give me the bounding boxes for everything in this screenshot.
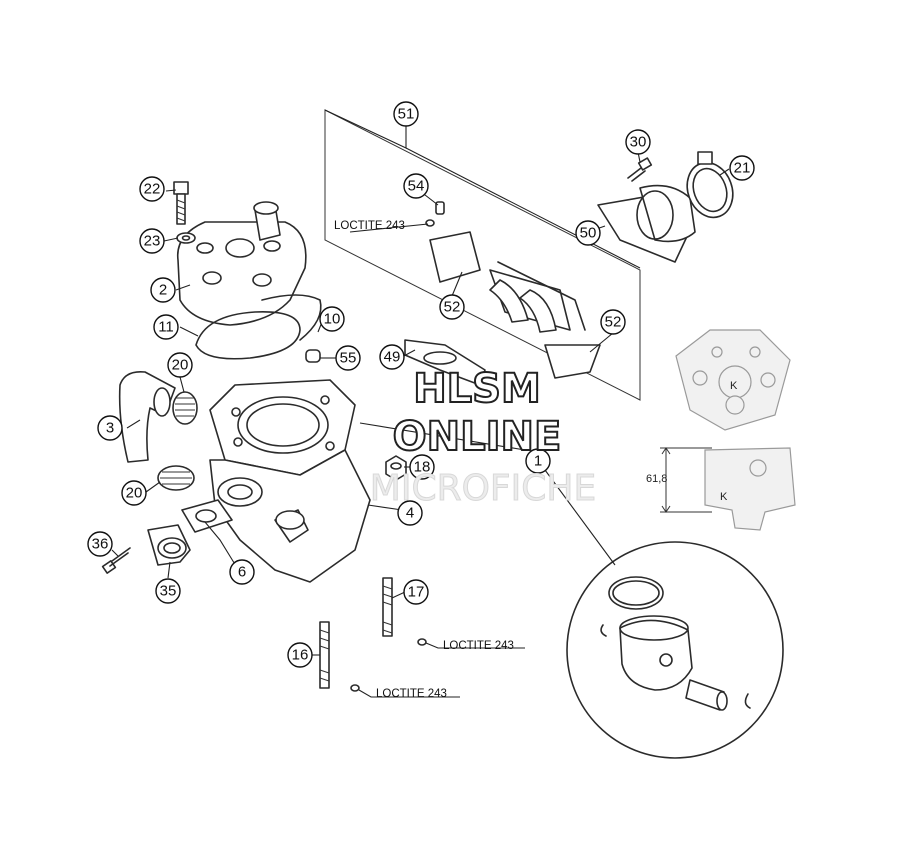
callout-2: 2 xyxy=(150,277,176,303)
svg-text:55: 55 xyxy=(340,350,357,367)
loctite-label-reed: LOCTITE 243 xyxy=(334,220,405,232)
stud-17 xyxy=(382,577,427,646)
svg-text:23: 23 xyxy=(144,233,161,250)
callout-35: 35 xyxy=(155,578,181,604)
detail-mark-head: K xyxy=(730,380,738,392)
callout-6: 6 xyxy=(229,559,255,585)
svg-text:54: 54 xyxy=(408,178,425,195)
leader-lines xyxy=(111,109,730,698)
svg-text:11: 11 xyxy=(158,319,174,336)
svg-text:6: 6 xyxy=(238,564,246,581)
callout-10: 10 xyxy=(319,306,345,332)
svg-text:50: 50 xyxy=(580,225,597,242)
svg-text:36: 36 xyxy=(92,536,109,553)
callout-50: 50 xyxy=(575,220,601,246)
head-o-rings xyxy=(195,294,322,360)
watermark: HLSM ONLINE MICROFICHE xyxy=(369,365,596,510)
svg-text:35: 35 xyxy=(160,583,177,600)
exhaust-manifold xyxy=(147,524,191,566)
dimension-label: 61,8 xyxy=(646,473,667,485)
callout-21: 21 xyxy=(729,155,755,181)
watermark-line-1: HLSM xyxy=(413,366,541,412)
callout-22: 22 xyxy=(139,176,165,202)
svg-text:2: 2 xyxy=(159,282,167,299)
cylinder-head xyxy=(176,201,307,326)
loctite-labels: LOCTITE 243 LOCTITE 243 LOCTITE 243 xyxy=(334,220,514,700)
callouts: 51 54 52 52 49 50 30 21 22 23 2 11 10 55… xyxy=(87,101,755,668)
callout-11: 11 xyxy=(153,314,179,340)
svg-text:49: 49 xyxy=(384,349,401,366)
callout-17: 17 xyxy=(403,579,429,605)
svg-text:17: 17 xyxy=(408,584,425,601)
callout-52-right: 52 xyxy=(600,309,626,335)
svg-text:3: 3 xyxy=(106,420,114,437)
intake-flange xyxy=(597,184,696,263)
callout-1: 1 xyxy=(525,448,551,474)
svg-text:20: 20 xyxy=(172,357,189,374)
svg-text:52: 52 xyxy=(605,314,622,331)
cylinder-side-detail xyxy=(660,447,796,531)
svg-text:18: 18 xyxy=(414,459,431,476)
intake-hose-clamp xyxy=(686,151,734,219)
callout-54: 54 xyxy=(403,173,429,199)
watermark-line-2: ONLINE xyxy=(393,414,562,460)
callout-20-lower: 20 xyxy=(121,480,147,506)
stud-16 xyxy=(319,621,360,692)
callout-18: 18 xyxy=(409,454,435,480)
svg-text:4: 4 xyxy=(406,505,414,522)
svg-text:30: 30 xyxy=(630,134,647,151)
callout-4: 4 xyxy=(397,500,423,526)
hose-clamp-upper xyxy=(172,391,198,425)
callout-16: 16 xyxy=(287,642,313,668)
svg-text:1: 1 xyxy=(534,453,542,470)
watermark-line-3: MICROFICHE xyxy=(370,468,596,509)
cylinder xyxy=(209,379,371,583)
callout-30: 30 xyxy=(625,129,651,155)
svg-text:52: 52 xyxy=(444,299,461,316)
callout-23: 23 xyxy=(139,228,165,254)
svg-text:51: 51 xyxy=(398,106,415,123)
dowel-pin xyxy=(305,349,321,363)
head-bolt xyxy=(173,181,196,244)
callout-36: 36 xyxy=(87,531,113,557)
callout-52-left: 52 xyxy=(439,294,465,320)
callout-49: 49 xyxy=(379,344,405,370)
svg-text:22: 22 xyxy=(144,181,161,198)
callout-3: 3 xyxy=(97,415,123,441)
head-top-view-detail xyxy=(675,329,791,431)
reed-valve-panel xyxy=(324,109,641,401)
callout-51: 51 xyxy=(393,101,419,127)
loctite-label-stud-17: LOCTITE 243 xyxy=(443,640,514,652)
svg-text:21: 21 xyxy=(734,160,751,177)
svg-text:16: 16 xyxy=(292,647,309,664)
svg-text:20: 20 xyxy=(126,485,143,502)
water-hose-elbow xyxy=(118,370,176,463)
cylinder-nut xyxy=(385,455,407,481)
loctite-label-stud-16: LOCTITE 243 xyxy=(376,688,447,700)
callout-20-upper: 20 xyxy=(167,352,193,378)
detail-mark-cylinder: K xyxy=(720,491,728,503)
svg-text:10: 10 xyxy=(324,311,341,328)
intake-screw xyxy=(627,157,653,182)
reed-screw xyxy=(425,201,445,227)
manifold-screw xyxy=(101,547,131,574)
exhaust-flange-gasket xyxy=(181,499,233,533)
hose-clamp-lower xyxy=(157,465,195,491)
callout-55: 55 xyxy=(335,345,361,371)
reed-block xyxy=(429,231,601,379)
piston-detail xyxy=(566,541,784,759)
